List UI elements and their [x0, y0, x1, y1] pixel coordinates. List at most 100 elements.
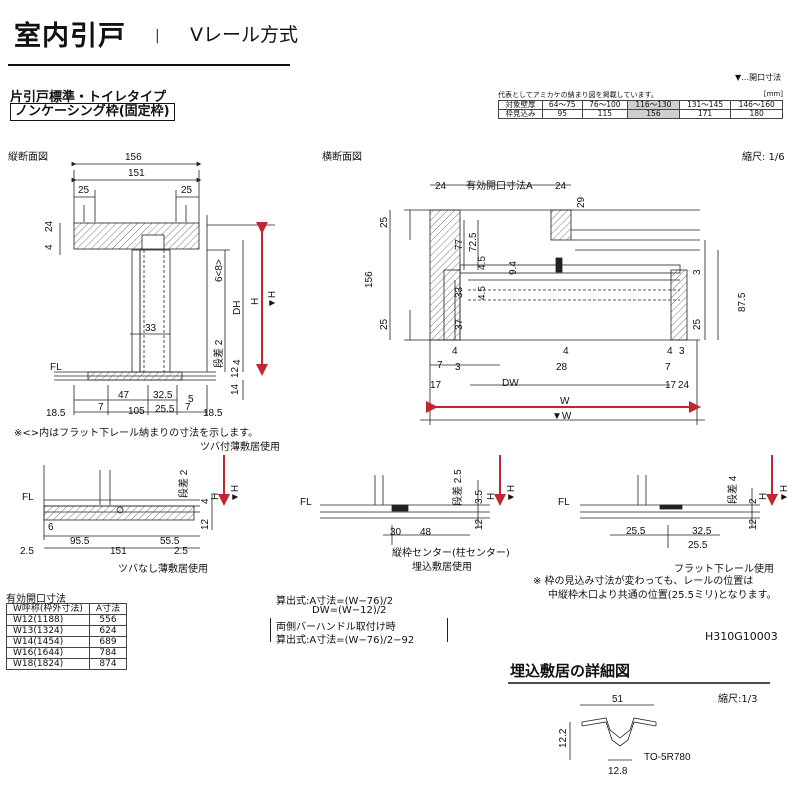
- table-cell: W13(1324): [6, 625, 90, 637]
- hs-dim-24c: 24: [678, 380, 690, 391]
- d3-dim-32-5: 32.5: [692, 526, 712, 537]
- ed-dim-12-2: 12.2: [558, 728, 569, 748]
- embedded-detail-scale: 縮尺:1/3: [718, 694, 758, 705]
- horizontal-section-label: 横断面図: [322, 152, 362, 163]
- hs-opening-a: 有効開口寸法A: [466, 179, 533, 192]
- detail-embedded-drawing: [320, 475, 490, 545]
- hs-dim-4-5a: 4.5: [477, 256, 488, 270]
- d1-dim-95-5: 95.5: [70, 536, 90, 547]
- table-cell: W18(1824): [6, 658, 90, 670]
- frame-type-label: ノンケーシング枠(固定枠): [10, 103, 175, 121]
- hs-dim-9-4: 9.4: [508, 261, 519, 275]
- hs-dim-vw: ▼W: [552, 411, 572, 422]
- vs-dim-vh: ▼H: [267, 291, 278, 308]
- d1-h: H: [210, 493, 221, 500]
- d1-dim-4: 4: [200, 498, 211, 504]
- d1-dim-2-5b: 2.5: [174, 546, 188, 557]
- vs-dim-25-5: 25.5: [155, 404, 175, 415]
- vs-fl: FL: [50, 362, 62, 373]
- hs-dim-25a: 25: [379, 216, 390, 228]
- horizontal-section-drawing: [389, 184, 719, 425]
- hs-dim-7: 7: [437, 360, 443, 371]
- vs-dim-25b: 25: [181, 185, 193, 196]
- opening-table: W呼称(枠外寸法) A寸法 W12(1188) 556 W13(1324) 62…: [6, 603, 128, 670]
- table-cell: 556: [88, 614, 128, 626]
- d3-fl: FL: [558, 497, 570, 508]
- vs-dim-32-5: 32.5: [153, 390, 173, 401]
- hs-dim-72-5: 72.5: [468, 232, 479, 252]
- d1-dim-55-5: 55.5: [160, 536, 180, 547]
- formula-line1: 算出式:A寸法=(W−76)/2: [276, 596, 394, 607]
- vs-dim-24: 24: [44, 220, 55, 232]
- table-cell: 874: [88, 658, 128, 670]
- vs-dim-6-8: 6<8>: [214, 259, 225, 282]
- tsuba-sill-caption: ツバ付薄敷居使用: [200, 442, 280, 453]
- ed-dim-12-8: 12.8: [608, 766, 628, 777]
- variant-title: 片引戸標準・トイレタイプ: [10, 90, 167, 105]
- open-dimension-legend: ▼…開口寸法: [735, 73, 782, 82]
- tsuba-none-caption: ツバなし薄敷居使用: [118, 564, 208, 575]
- hs-dim-25b: 25: [379, 318, 390, 330]
- spec-table-block: 代表としてアミカケの納まり図を掲載しています。 [mm] 対象壁厚 64〜75 …: [498, 90, 783, 119]
- d3-dim-25-5a: 25.5: [626, 526, 646, 537]
- d2-h: H: [486, 493, 497, 500]
- vs-dim-25a: 25: [78, 185, 90, 196]
- vs-dim-14: 14: [230, 383, 241, 395]
- hs-dim-17a: 17: [430, 380, 442, 391]
- table-cell: 624: [88, 625, 128, 637]
- table-cell: 689: [88, 636, 128, 648]
- d3-dim-25-5b: 25.5: [688, 540, 708, 551]
- frame-center-label: 縦枠センター(柱センター): [392, 548, 510, 559]
- frame-note-line2: 中縦枠木口より共通の位置(25.5ミリ)となります。: [548, 590, 777, 601]
- hs-dim-24a: 24: [435, 181, 447, 192]
- opening-table-title: 有効開口寸法: [6, 594, 66, 605]
- formula-bracket: [270, 618, 448, 642]
- hs-dim-4-5b: 4.5: [477, 286, 488, 300]
- d1-dim-2-5a: 2.5: [20, 546, 34, 557]
- hs-dim-3b: 3: [679, 346, 685, 357]
- vs-dim-156: 156: [125, 152, 142, 163]
- hs-dim-3a: 3: [455, 362, 461, 373]
- d1-dim-151: 151: [110, 546, 127, 557]
- hs-dim-4a: 4: [452, 346, 458, 357]
- vs-dim-7a: 7: [98, 402, 104, 413]
- table-row: W13(1324) 624: [6, 625, 128, 637]
- table-header: A寸法: [88, 603, 128, 615]
- vs-dim-105: 105: [128, 406, 145, 417]
- table-cell: W14(1454): [6, 636, 90, 648]
- page-title: 室内引戸: [14, 21, 126, 52]
- hs-dim-4c: 4: [667, 346, 673, 357]
- hs-dim-17b: 17: [665, 380, 677, 391]
- embedded-sill-caption: 埋込敷居使用: [412, 562, 472, 573]
- hs-dim-dw: DW: [502, 378, 519, 389]
- spec-unit: [mm]: [763, 90, 783, 98]
- vs-dim-12: 12: [230, 366, 241, 378]
- d1-dim-6: 6: [48, 522, 54, 533]
- embedded-detail-title: 埋込敷居の詳細図: [510, 662, 631, 680]
- hs-dim-156: 156: [364, 271, 375, 288]
- d3-dim-2: 2: [748, 498, 759, 504]
- title-rule: [8, 64, 290, 66]
- table-row: W18(1824) 874: [6, 658, 128, 670]
- d1-dim-12: 12: [200, 518, 211, 530]
- vs-step-label: 段差 2: [212, 339, 225, 368]
- table-cell: 枠見込み: [498, 109, 543, 119]
- ed-part: TO-5R780: [644, 752, 691, 763]
- vs-dim-33: 33: [145, 323, 157, 334]
- vs-dim-h: H: [250, 298, 261, 305]
- hs-dim-29: 29: [576, 196, 587, 208]
- hs-dim-3: 3: [692, 269, 703, 275]
- formula-line2: DW=(W−12)/2: [312, 605, 387, 616]
- table-cell: W12(1188): [6, 614, 90, 626]
- d2-dim-12: 12: [474, 518, 485, 530]
- ed-dim-51: 51: [612, 694, 624, 705]
- vertical-section-label: 縦断面図: [8, 152, 48, 163]
- frame-note-line1: ※ 枠の見込み寸法が変わっても、レールの位置は: [533, 576, 754, 587]
- d1-vh: ▼H: [230, 485, 241, 502]
- table-row: W16(1644) 784: [6, 647, 128, 659]
- table-row: W12(1188) 556: [6, 614, 128, 626]
- hs-dim-25c: 25: [692, 318, 703, 330]
- d2-dim-3-5: 3.5: [474, 490, 485, 504]
- formula-line3: 両側バーハンドル取付け時: [276, 622, 396, 633]
- hs-dim-77: 77: [454, 238, 465, 250]
